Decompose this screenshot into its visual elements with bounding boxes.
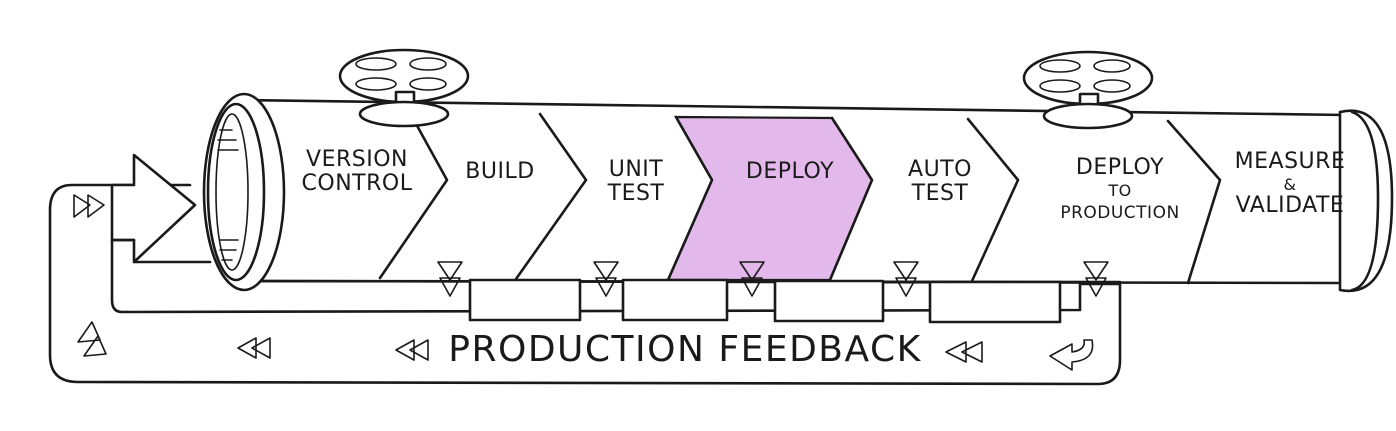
stage-label-line: MEASURE bbox=[1235, 149, 1346, 174]
valve-wheel-icon bbox=[338, 48, 470, 128]
valve-wheel-icon bbox=[1022, 50, 1154, 130]
stage-label: DEPLOY bbox=[746, 159, 834, 184]
down-arrow-icon bbox=[739, 261, 765, 297]
stage-label-line: UNIT bbox=[609, 157, 664, 182]
double-arrow-left-icon bbox=[395, 339, 429, 361]
stage-dividers bbox=[378, 111, 1222, 285]
stage-label-line: VERSION bbox=[306, 147, 408, 172]
double-arrow-up-icon bbox=[77, 321, 107, 357]
double-arrow-left-icon bbox=[237, 337, 271, 359]
feedback-arrows bbox=[73, 194, 1094, 371]
output-box bbox=[621, 278, 729, 322]
down-arrow-icon bbox=[1083, 261, 1109, 297]
double-arrow-right-icon bbox=[73, 194, 105, 218]
stage-label-line: CONTROL bbox=[302, 171, 413, 196]
stage-label-line: TO bbox=[1107, 181, 1131, 200]
output-box bbox=[468, 278, 582, 322]
stage-label-line: PRODUCTION bbox=[1060, 203, 1179, 223]
feedback-label: PRODUCTION FEEDBACK bbox=[448, 329, 921, 370]
stage-label-line: TEST bbox=[911, 181, 969, 206]
pipe-right-flange bbox=[1338, 109, 1394, 293]
output-box bbox=[773, 279, 885, 323]
output-box bbox=[928, 280, 1062, 324]
stage-label: MEASURE&VALIDATE bbox=[1235, 149, 1346, 218]
stage-label-line: DEPLOY bbox=[746, 159, 834, 184]
stage-label-line: TEST bbox=[607, 181, 665, 206]
big-right-arrow-icon bbox=[110, 153, 197, 264]
down-arrow-icon bbox=[593, 261, 619, 297]
feedback-loop bbox=[48, 183, 1122, 386]
double-arrow-left-icon bbox=[945, 341, 983, 363]
output-boxes bbox=[468, 278, 1062, 324]
stage-label-line: AUTO bbox=[908, 157, 972, 182]
return-arrow-icon bbox=[1049, 339, 1094, 371]
stage-label-line: VALIDATE bbox=[1236, 193, 1345, 218]
stage-label-line: DEPLOY bbox=[1076, 155, 1164, 180]
down-arrow-icon bbox=[437, 261, 463, 297]
stage-label: BUILD bbox=[465, 159, 534, 184]
stage-label-line: & bbox=[1284, 175, 1297, 194]
down-arrows bbox=[437, 261, 1109, 297]
stage-label-line: BUILD bbox=[465, 159, 534, 184]
pipe-left-flange bbox=[202, 92, 286, 292]
down-arrow-icon bbox=[893, 261, 919, 297]
